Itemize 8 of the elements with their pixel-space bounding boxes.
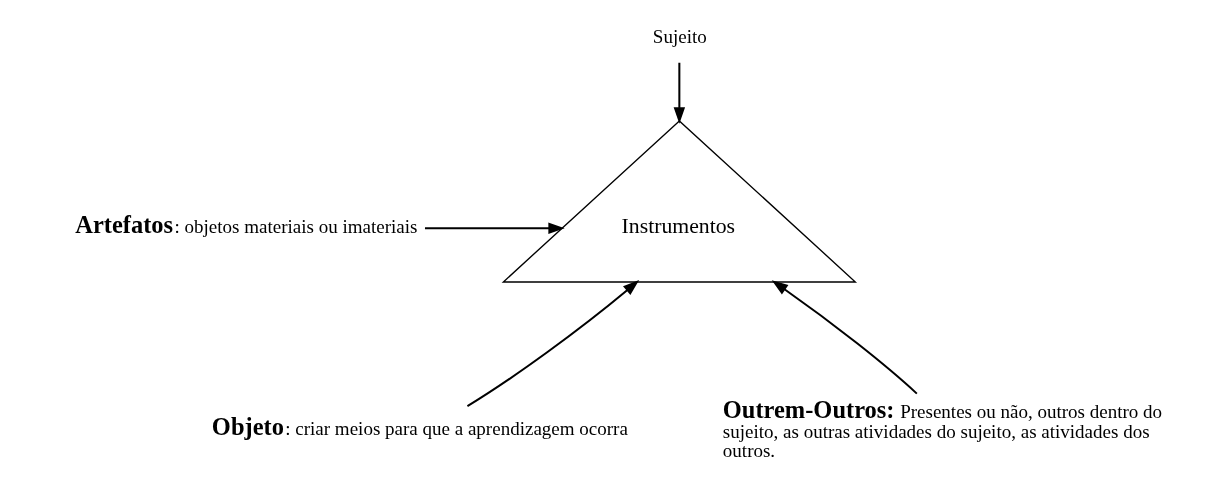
arrow bbox=[771, 280, 918, 395]
node-text: Sujeito bbox=[652, 26, 707, 48]
arrow bbox=[424, 222, 565, 234]
arrow bbox=[466, 280, 639, 407]
arrow bbox=[673, 62, 685, 124]
node-text: Artefatos: objetos materiais ou imateriais bbox=[74, 210, 417, 238]
node-text: Outrem-Outros: Presentes ou não, outros dentro do sujeito, as outras atividades do sujeito, as atividades dos outros. bbox=[722, 395, 1162, 461]
node-text: Objeto: criar meios para que a aprendizagem ocorra bbox=[211, 413, 628, 441]
